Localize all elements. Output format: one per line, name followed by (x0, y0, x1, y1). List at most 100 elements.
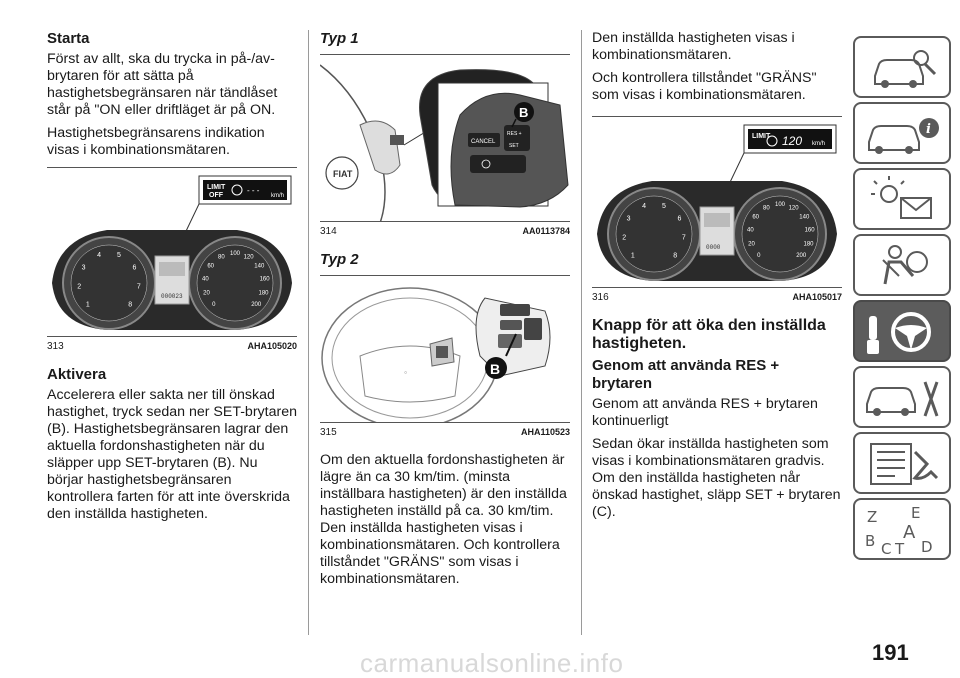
gauge-tick-label: 20 (748, 241, 755, 247)
svg-text:○: ○ (404, 370, 407, 376)
figure-313-number: 313 (47, 341, 64, 352)
figure-313-code: AHA105020 (247, 341, 297, 351)
column-3: Den inställda hastigheten visas i kombin… (592, 30, 842, 527)
set-label: SET (509, 143, 519, 149)
specifications-icon (870, 443, 939, 485)
gauge-tick-label: 2 (622, 235, 626, 242)
starta-paragraph-1: Först av allt, ska du trycka in på-/av-b… (47, 51, 278, 118)
figure-315-code: AHA110523 (520, 427, 570, 437)
gauge-tick-label: 160 (260, 276, 271, 282)
gauge-tick-label: 60 (752, 214, 759, 220)
gauge-tick-label: 100 (230, 251, 241, 257)
typ2-heading: Typ 2 (320, 251, 359, 268)
figure-314: FIAT CANCEL RES + SET B (320, 54, 570, 222)
tab-vehicle-info[interactable] (853, 36, 951, 98)
aktivera-heading: Aktivera (47, 366, 107, 383)
figure-315-number: 315 (320, 427, 337, 438)
cancel-label: CANCEL (471, 139, 496, 145)
display-off-text: OFF (209, 192, 224, 199)
steering-wheel-type1-image: FIAT CANCEL RES + SET B (320, 64, 569, 221)
warning-lights-icon (871, 176, 932, 219)
steering-wheel-type2-image: ○ B (321, 287, 551, 422)
gauge-tick-label: 3 (627, 215, 631, 222)
tab-specifications[interactable] (853, 432, 951, 494)
gauge-tick-label: 80 (763, 205, 770, 211)
tab-index[interactable]: Z E B A C T D (853, 498, 951, 560)
knapp-heading: Knapp för att öka den inställda hastighe… (592, 317, 826, 352)
gauge-tick-label: 7 (137, 284, 141, 291)
svg-text:0000: 0000 (706, 244, 721, 251)
column-1: Starta Först av allt, ska du trycka in p… (47, 30, 297, 529)
page-number: 191 (872, 640, 909, 665)
gauge-tick-label: 0 (757, 253, 761, 259)
gauge-tick-label: 1 (86, 302, 90, 309)
gauge-tick-label: 2 (77, 284, 81, 291)
gauge-tick-label: 0 (212, 302, 216, 308)
key-steering-wheel-icon (867, 312, 931, 354)
tab-maintenance[interactable] (853, 366, 951, 428)
gauge-tick-label: 120 (244, 254, 255, 260)
typ1-heading: Typ 1 (320, 30, 359, 47)
gauge-tick-label: 20 (203, 290, 210, 296)
genom-paragraph-1: Genom att använda RES + brytaren kontinu… (592, 396, 818, 429)
svg-text:i: i (926, 122, 931, 137)
gauge-tick-label: 40 (747, 227, 754, 233)
gauge-tick-label: 120 (789, 205, 800, 211)
index-letter: C (881, 540, 891, 558)
index-letter: D (921, 538, 933, 556)
cancel-button (468, 133, 500, 147)
svg-text:FIAT: FIAT (333, 169, 353, 179)
gauge-tick-label: 6 (677, 215, 681, 222)
index-letter: A (903, 522, 916, 543)
car-tools-icon (866, 381, 939, 417)
speedometer-symbol-icon-2 (766, 135, 778, 147)
gauge-tick-label: 3 (82, 264, 86, 271)
tab-warning-lights[interactable] (853, 168, 951, 230)
gauge-tick-label: 8 (128, 302, 132, 309)
aktivera-paragraph: Accelerera eller sakta ner till önskad h… (47, 387, 297, 522)
res-set-switch (504, 125, 530, 151)
display-limit-text-2: LIMIT (752, 133, 771, 140)
gauge-tick-label: 5 (662, 203, 666, 210)
display-unit-text-2: km/h (812, 141, 825, 147)
gauge-tick-label: 100 (775, 202, 786, 208)
column-divider-1 (308, 30, 309, 635)
gauge-tick-label: 60 (207, 263, 214, 269)
gauge-tick-label: 40 (202, 276, 209, 282)
index-letter: E (911, 504, 920, 522)
gauge-tick-label: 200 (796, 253, 807, 259)
safety-airbag-icon (882, 245, 928, 285)
figure-315-caption: 315 AHA110523 (320, 427, 570, 438)
tab-safety[interactable] (853, 234, 951, 296)
index-letter: Z (867, 508, 877, 526)
gauge-tick-label: 160 (805, 227, 816, 233)
genom-paragraph-2: Sedan ökar inställda hastigheten som vis… (592, 436, 841, 520)
gauge-tick-label: 4 (97, 252, 101, 259)
genom-heading: Genom att använda RES + brytaren (592, 357, 780, 392)
gauge-tick-label: 5 (117, 252, 121, 259)
callout-b-badge-2 (485, 357, 507, 379)
tab-starting-driving[interactable] (853, 300, 951, 362)
callout-b-text-2: B (490, 361, 500, 377)
display-unit-text: km/h (271, 193, 284, 199)
index-letter: T (894, 540, 905, 558)
column-divider-2 (581, 30, 582, 635)
gauge-tick-label: 1 (631, 253, 635, 260)
tab-car-info[interactable]: i (853, 102, 951, 164)
figure-314-caption: 314 AA0113784 (320, 226, 570, 237)
speedometer-symbol-icon (231, 184, 243, 196)
svg-text:000023: 000023 (161, 293, 183, 300)
index-icon: Z E B A C T D (865, 504, 933, 558)
gauge-tick-label: 180 (803, 241, 814, 247)
gauge-tick-label: 140 (254, 263, 265, 269)
figure-315: ○ B (320, 275, 570, 423)
gauge-tick-label: 180 (258, 290, 269, 296)
gauge-tick-label: 200 (251, 302, 262, 308)
starta-heading: Starta (47, 30, 90, 47)
col2-body-paragraph: Om den aktuella fordonshastigheten är lä… (320, 452, 567, 587)
gauge-tick-label: 80 (218, 254, 225, 260)
